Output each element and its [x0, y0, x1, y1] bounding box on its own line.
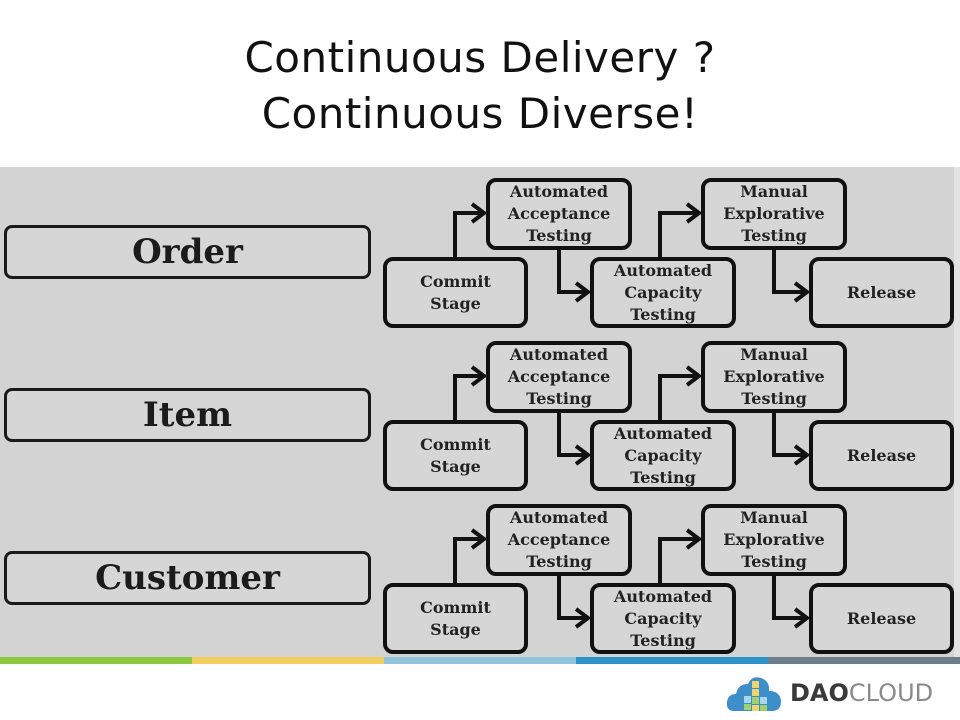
arrow-commit-to-acceptance: [453, 211, 484, 257]
stripe-segment: [0, 657, 192, 664]
stage-release-order: Release: [809, 257, 954, 328]
stage-acceptance-order: Automated Acceptance Testing: [486, 178, 632, 250]
arrowhead-icon: [793, 281, 811, 303]
stage-acceptance-item: Automated Acceptance Testing: [486, 341, 632, 413]
stage-commit-customer: Commit Stage: [383, 583, 528, 654]
arrowhead-icon: [470, 528, 488, 550]
logo-wordmark: DAOCLOUD: [790, 679, 933, 707]
arrow-commit-to-acceptance: [453, 374, 484, 420]
arrowhead-icon: [685, 202, 703, 224]
stripe-segment: [192, 657, 384, 664]
stage-capacity-item: Automated Capacity Testing: [590, 420, 736, 491]
daocloud-logo: DAOCLOUD: [726, 672, 938, 714]
pipeline-label-order: Order: [4, 225, 371, 279]
stage-commit-order: Commit Stage: [383, 257, 528, 328]
stage-acceptance-customer: Automated Acceptance Testing: [486, 504, 632, 576]
arrow-acceptance-to-capacity: [557, 250, 588, 294]
panel-edge: [954, 167, 960, 657]
arrow-acceptance-to-capacity: [557, 413, 588, 457]
arrowhead-icon: [470, 202, 488, 224]
pipeline-label-item: Item: [4, 388, 371, 442]
stage-manual-item: Manual Explorative Testing: [701, 341, 847, 413]
stripe-segment: [384, 657, 576, 664]
title-line-2: Continuous Diverse!: [261, 89, 699, 138]
arrowhead-icon: [685, 528, 703, 550]
arrow-manual-to-release: [772, 250, 807, 294]
stage-release-customer: Release: [809, 583, 954, 654]
title-line-1: Continuous Delivery ?: [244, 33, 716, 82]
arrowhead-icon: [574, 444, 592, 466]
arrowhead-icon: [470, 365, 488, 387]
arrow-capacity-to-manual: [658, 374, 699, 420]
arrow-manual-to-release: [772, 413, 807, 457]
logo-text-dao: DAO: [790, 679, 849, 707]
flow-arrows: [453, 202, 811, 629]
stage-capacity-order: Automated Capacity Testing: [590, 257, 736, 328]
stripe-segment: [768, 657, 960, 664]
arrowhead-icon: [574, 607, 592, 629]
slide-title: Continuous Delivery ? Continuous Diverse…: [0, 30, 960, 142]
arrowhead-icon: [793, 607, 811, 629]
stripe-segment: [576, 657, 768, 664]
pipeline-label-customer: Customer: [4, 551, 371, 605]
stage-capacity-customer: Automated Capacity Testing: [590, 583, 736, 654]
arrow-acceptance-to-capacity: [557, 576, 588, 620]
arrowhead-icon: [793, 444, 811, 466]
stage-release-item: Release: [809, 420, 954, 491]
logo-text-cloud: CLOUD: [848, 679, 934, 707]
arrowhead-icon: [685, 365, 703, 387]
stage-manual-customer: Manual Explorative Testing: [701, 504, 847, 576]
arrow-manual-to-release: [772, 576, 807, 620]
stage-commit-item: Commit Stage: [383, 420, 528, 491]
arrowhead-icon: [574, 281, 592, 303]
stage-manual-order: Manual Explorative Testing: [701, 178, 847, 250]
arrow-capacity-to-manual: [658, 211, 699, 257]
cloud-blocks-icon: [726, 677, 781, 711]
arrow-capacity-to-manual: [658, 537, 699, 583]
arrow-commit-to-acceptance: [453, 537, 484, 583]
